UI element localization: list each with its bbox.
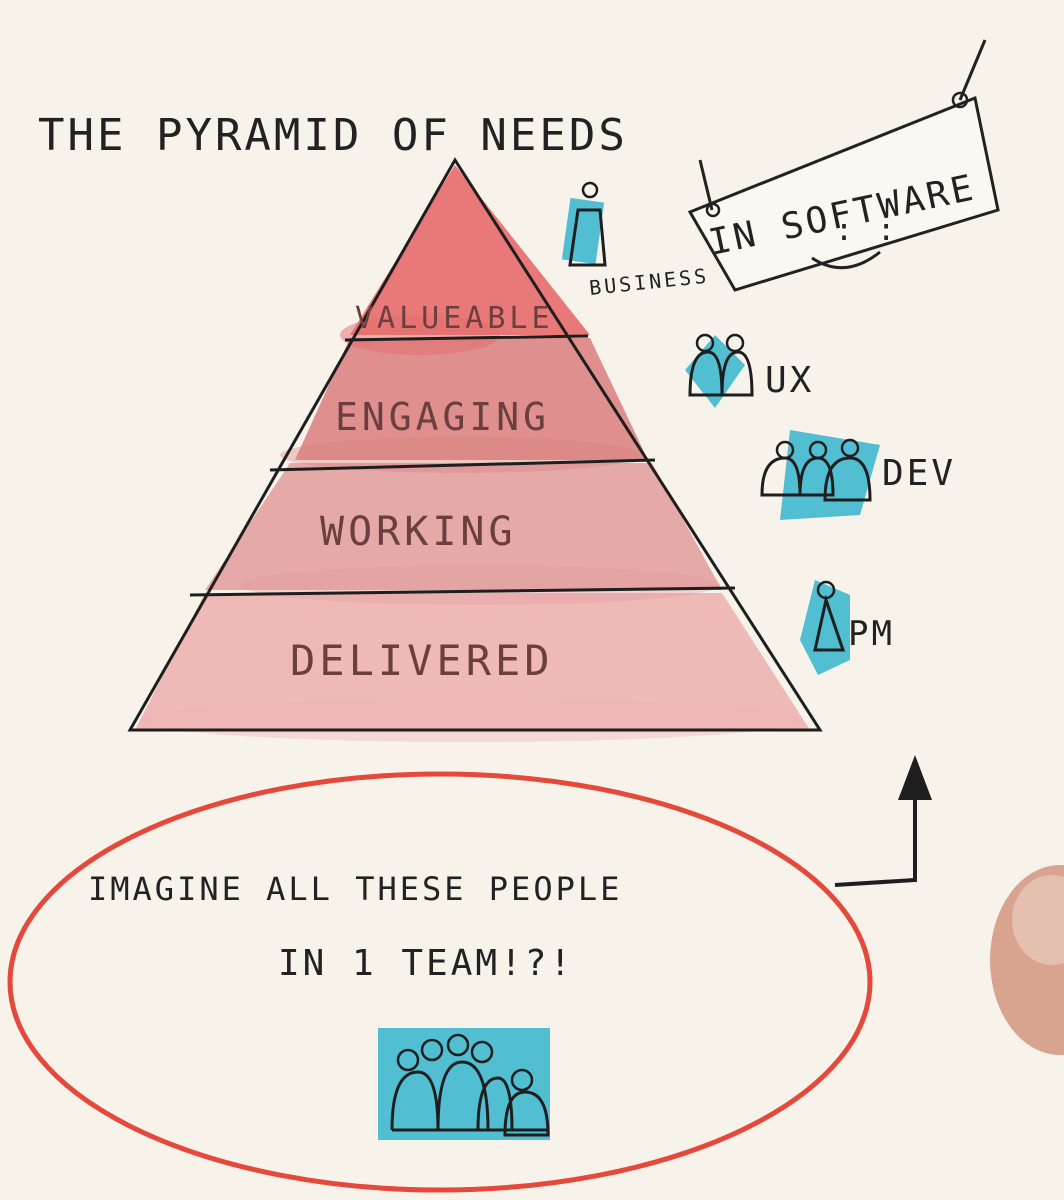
sign-pin-right [951,91,969,109]
role-label-dev: DEV [882,453,956,494]
arrow-to-roles [834,755,932,887]
pyramid-outline [127,157,823,732]
pyramid-layer-1-fill [350,165,590,335]
pyramid-layer-2-fill [295,338,648,460]
pyramid-label-valueable: VALUEABLE [355,301,554,336]
pyramid: VALUEABLE ENGAGING WORKING DELIVERED [127,157,823,742]
pm-person-icon [813,594,846,652]
callout-line-2: IN 1 TEAM!?! [278,943,574,984]
pyramid-layer-3-fill [205,463,722,590]
role-pm: PM [800,580,895,675]
pyramid-divider-1 [344,334,589,342]
pyramid-label-working: WORKING [320,509,517,555]
pyramid-divider-3 [189,586,736,597]
pyramid-label-engaging: ENGAGING [335,395,550,439]
sign-pin-left [705,202,721,218]
pyramid-divider-2 [269,458,656,472]
arrow-head-icon [898,755,932,800]
sign-pole-right [958,39,987,101]
sign-smiley-eyes: : : [835,213,898,248]
sign-pole-left [698,159,714,211]
role-label-business: BUSINESS [588,264,710,300]
team-callout: IMAGINE ALL THESE PEOPLE IN 1 TEAM!?! [7,771,873,1193]
pyramid-label-delivered: DELIVERED [290,636,554,685]
team-group-icon [378,1028,550,1140]
role-label-pm: PM [848,614,895,654]
smiley-icon [811,250,881,270]
role-dev: DEV [760,430,956,520]
role-label-ux: UX [765,360,814,401]
software-sign: IN SOFTWARE : : [687,39,1000,292]
diagram-title: THE PYRAMID OF NEEDS [38,110,628,161]
callout-line-1: IMAGINE ALL THESE PEOPLE [88,870,622,908]
thumb-photo-element [990,865,1064,1055]
role-ux: UX [685,333,814,408]
pyramid-layer-4-fill [135,593,810,730]
business-person-icon [581,181,599,199]
arrow-line [834,795,917,887]
role-business: BUSINESS [561,181,710,300]
callout-ellipse [7,771,873,1193]
sign-board [687,95,1000,292]
